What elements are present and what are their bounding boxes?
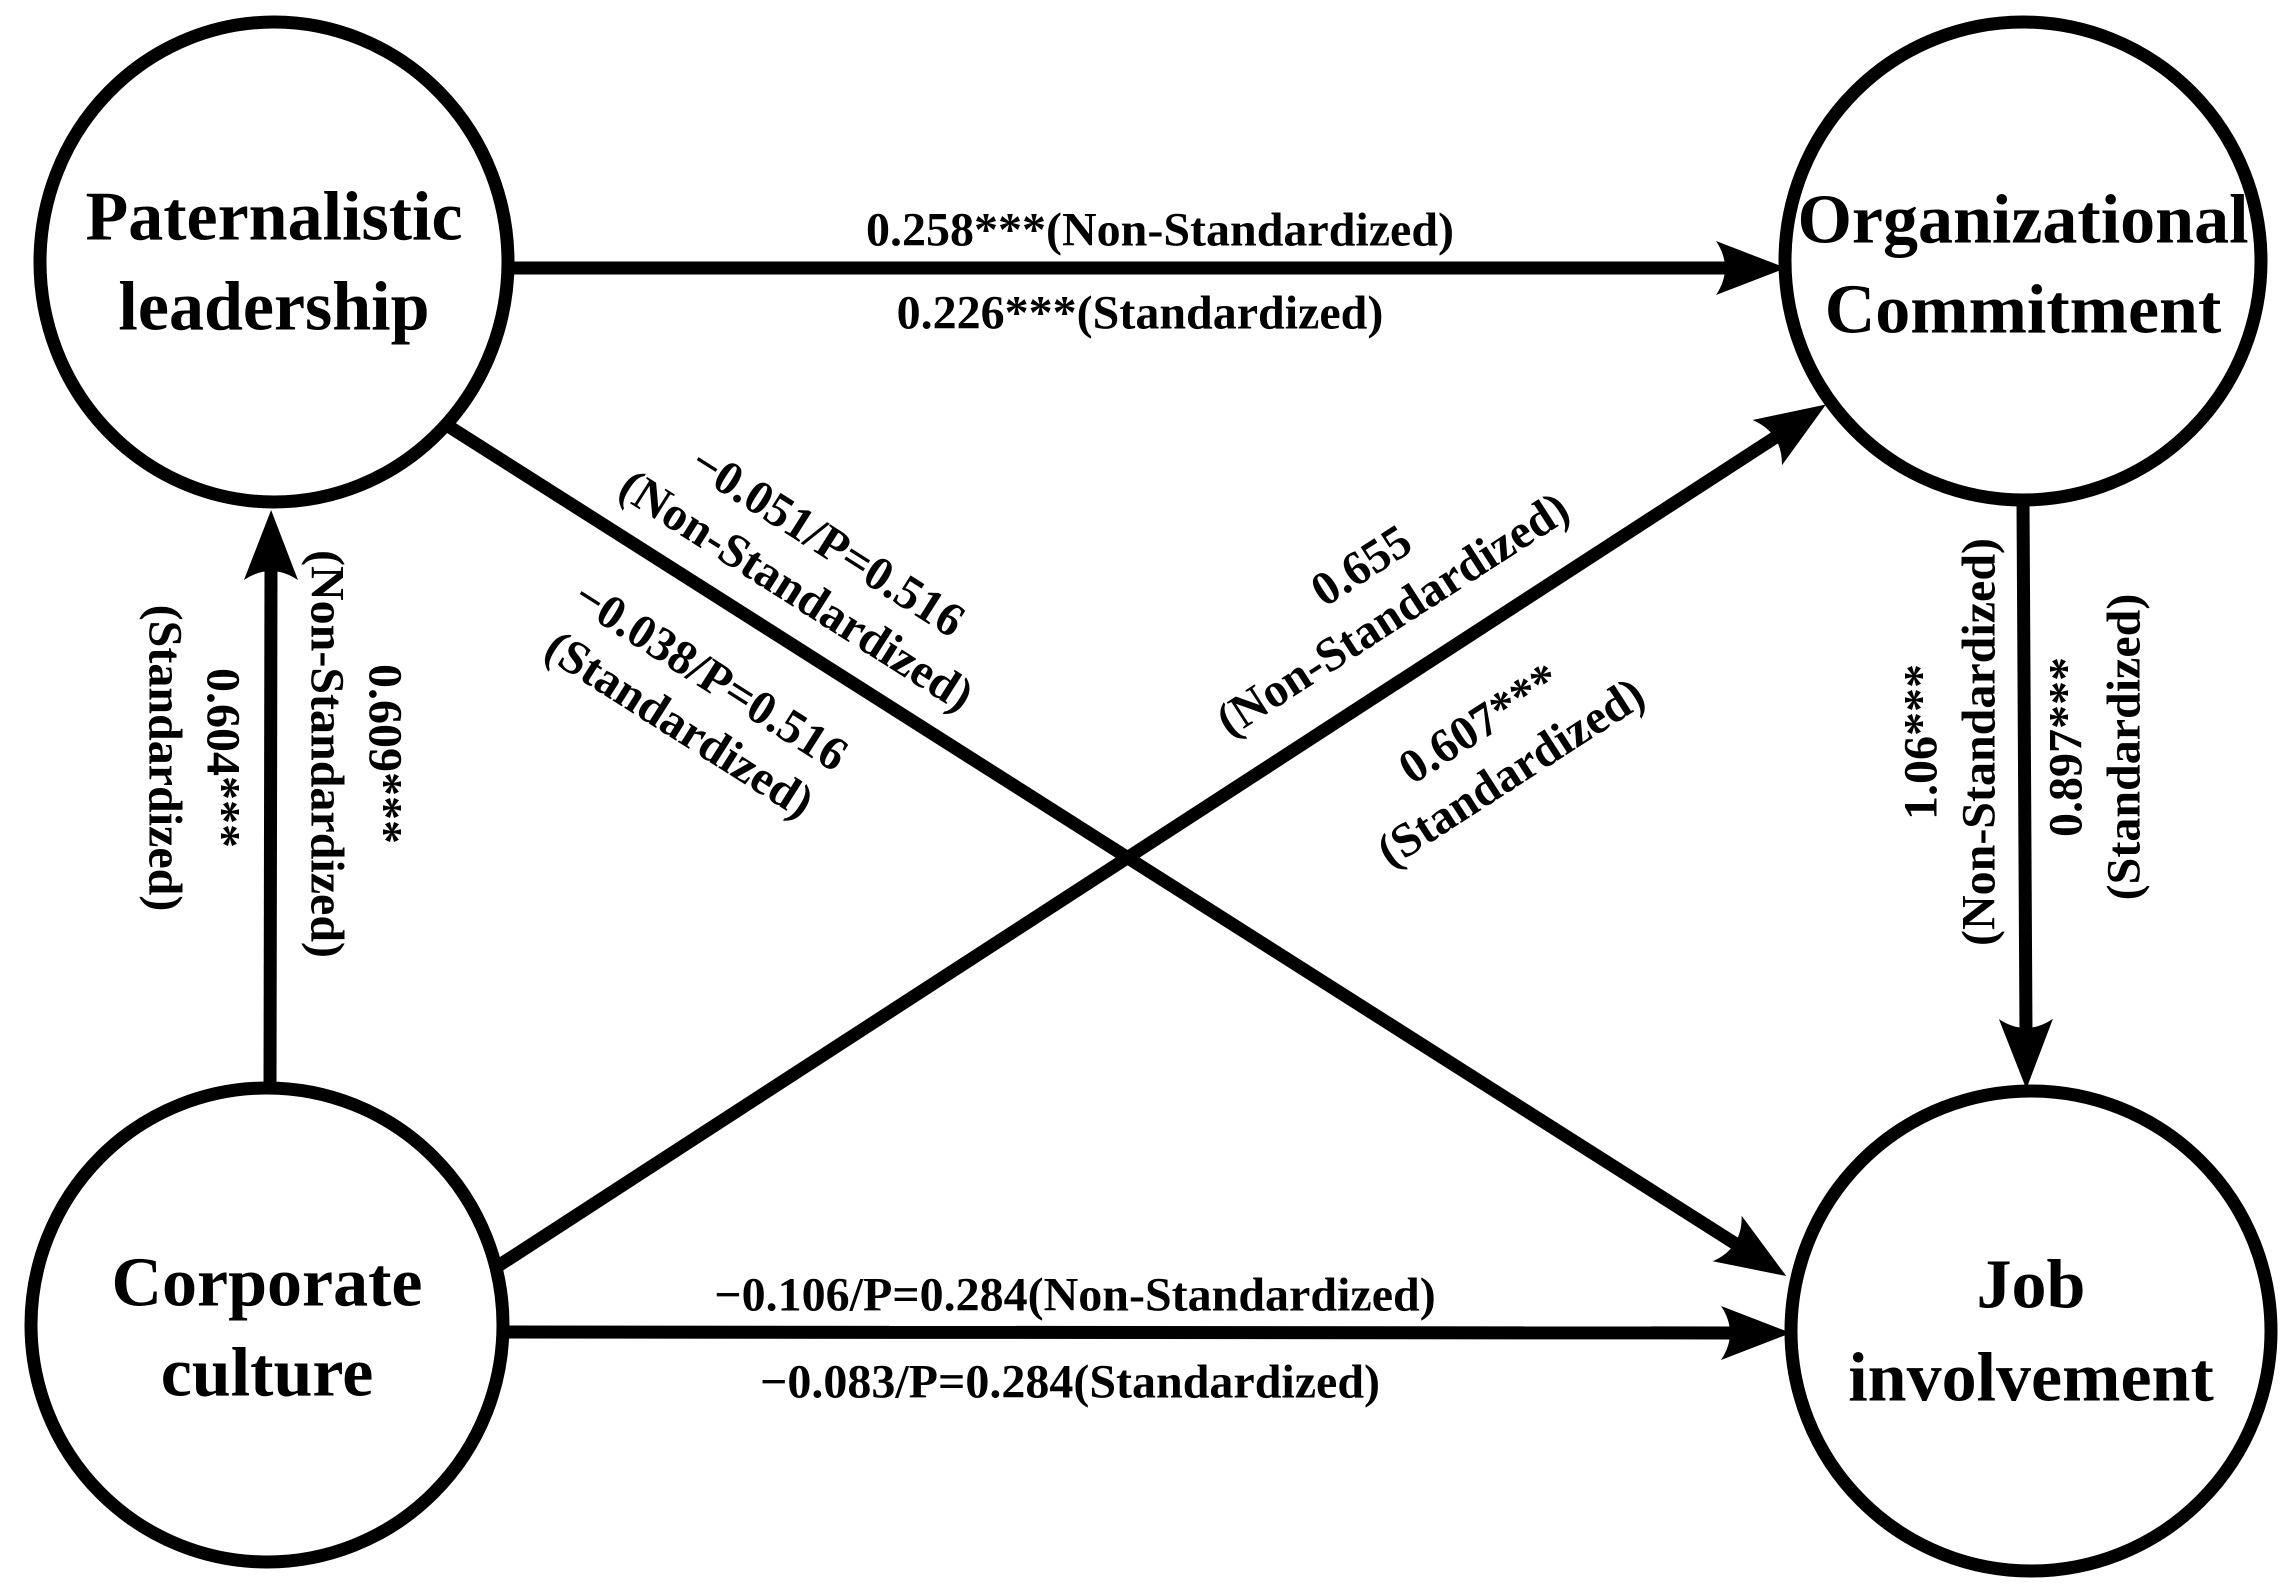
node-label-paternalistic-line2: leadership xyxy=(118,269,429,346)
arrow-cc-to-ji xyxy=(502,1305,1791,1360)
arrow-pl-to-ji xyxy=(441,418,1787,1277)
edge-label-cc-ji-standardized: −0.083/P=0.284(Standardized) xyxy=(760,1356,1380,1409)
edge-label-group-oc-ji-nonstandardized: 1.06*** (Non-Standardized) xyxy=(1895,538,2006,946)
edge-label-group-oc-ji-standardized: 0.897*** (Standardized) xyxy=(2040,594,2151,901)
edge-label-group-cc-pl-nonstandardized: 0.609*** (Non-Standardized) xyxy=(301,550,412,958)
edge-label-cc-pl-standardized-value: 0.604*** xyxy=(197,668,250,848)
node-circle-paternalistic-leadership xyxy=(33,15,515,509)
arrow-cc-to-oc xyxy=(491,404,1826,1274)
node-label-paternalistic-line1: Paternalistic xyxy=(85,179,462,256)
edge-label-pl-oc-nonstandardized: 0.258***(Non-Standardized) xyxy=(866,204,1454,257)
edge-label-group-cc-oc-standardized: 0.607*** (Standardized) xyxy=(1367,653,1654,878)
edge-label-oc-ji-standardized-value: 0.897*** xyxy=(2040,657,2093,837)
node-circle-job-involvement xyxy=(1784,1084,2278,1578)
edge-label-pl-oc-standardized: 0.226***(Standardized) xyxy=(897,287,1384,340)
edge-label-cc-pl-nonstandardized-value: 0.609*** xyxy=(359,664,412,844)
edge-label-oc-ji-nonstandardized-note: (Non-Standardized) xyxy=(1953,538,2006,946)
edge-label-cc-ji-nonstandardized: −0.106/P=0.284(Non-Standardized) xyxy=(714,1269,1435,1322)
edge-label-oc-ji-nonstandardized-value: 1.06*** xyxy=(1895,664,1948,820)
node-label-corporate-line2: culture xyxy=(161,1335,374,1412)
edge-label-cc-pl-nonstandardized-note: (Non-Standardized) xyxy=(301,550,354,958)
arrow-oc-to-ji xyxy=(1998,500,2053,1089)
node-circle-organizational-commitment xyxy=(1778,15,2268,507)
edge-label-cc-pl-standardized-note: (Standardized) xyxy=(139,605,192,912)
edge-label-group-cc-pl-standardized: 0.604*** (Standardized) xyxy=(139,605,250,912)
node-circle-corporate-culture xyxy=(24,1081,510,1569)
node-label-corporate-line1: Corporate xyxy=(111,1245,422,1322)
node-label-organizational-line1: Organizational xyxy=(1797,182,2248,259)
arrow-cc-to-pl xyxy=(243,510,298,1090)
edge-label-oc-ji-standardized-note: (Standardized) xyxy=(2098,594,2151,901)
node-label-job-line2: involvement xyxy=(1848,1340,2214,1417)
node-label-job-line1: Job xyxy=(1977,1247,2086,1324)
node-label-organizational-line2: Commitment xyxy=(1825,272,2222,349)
